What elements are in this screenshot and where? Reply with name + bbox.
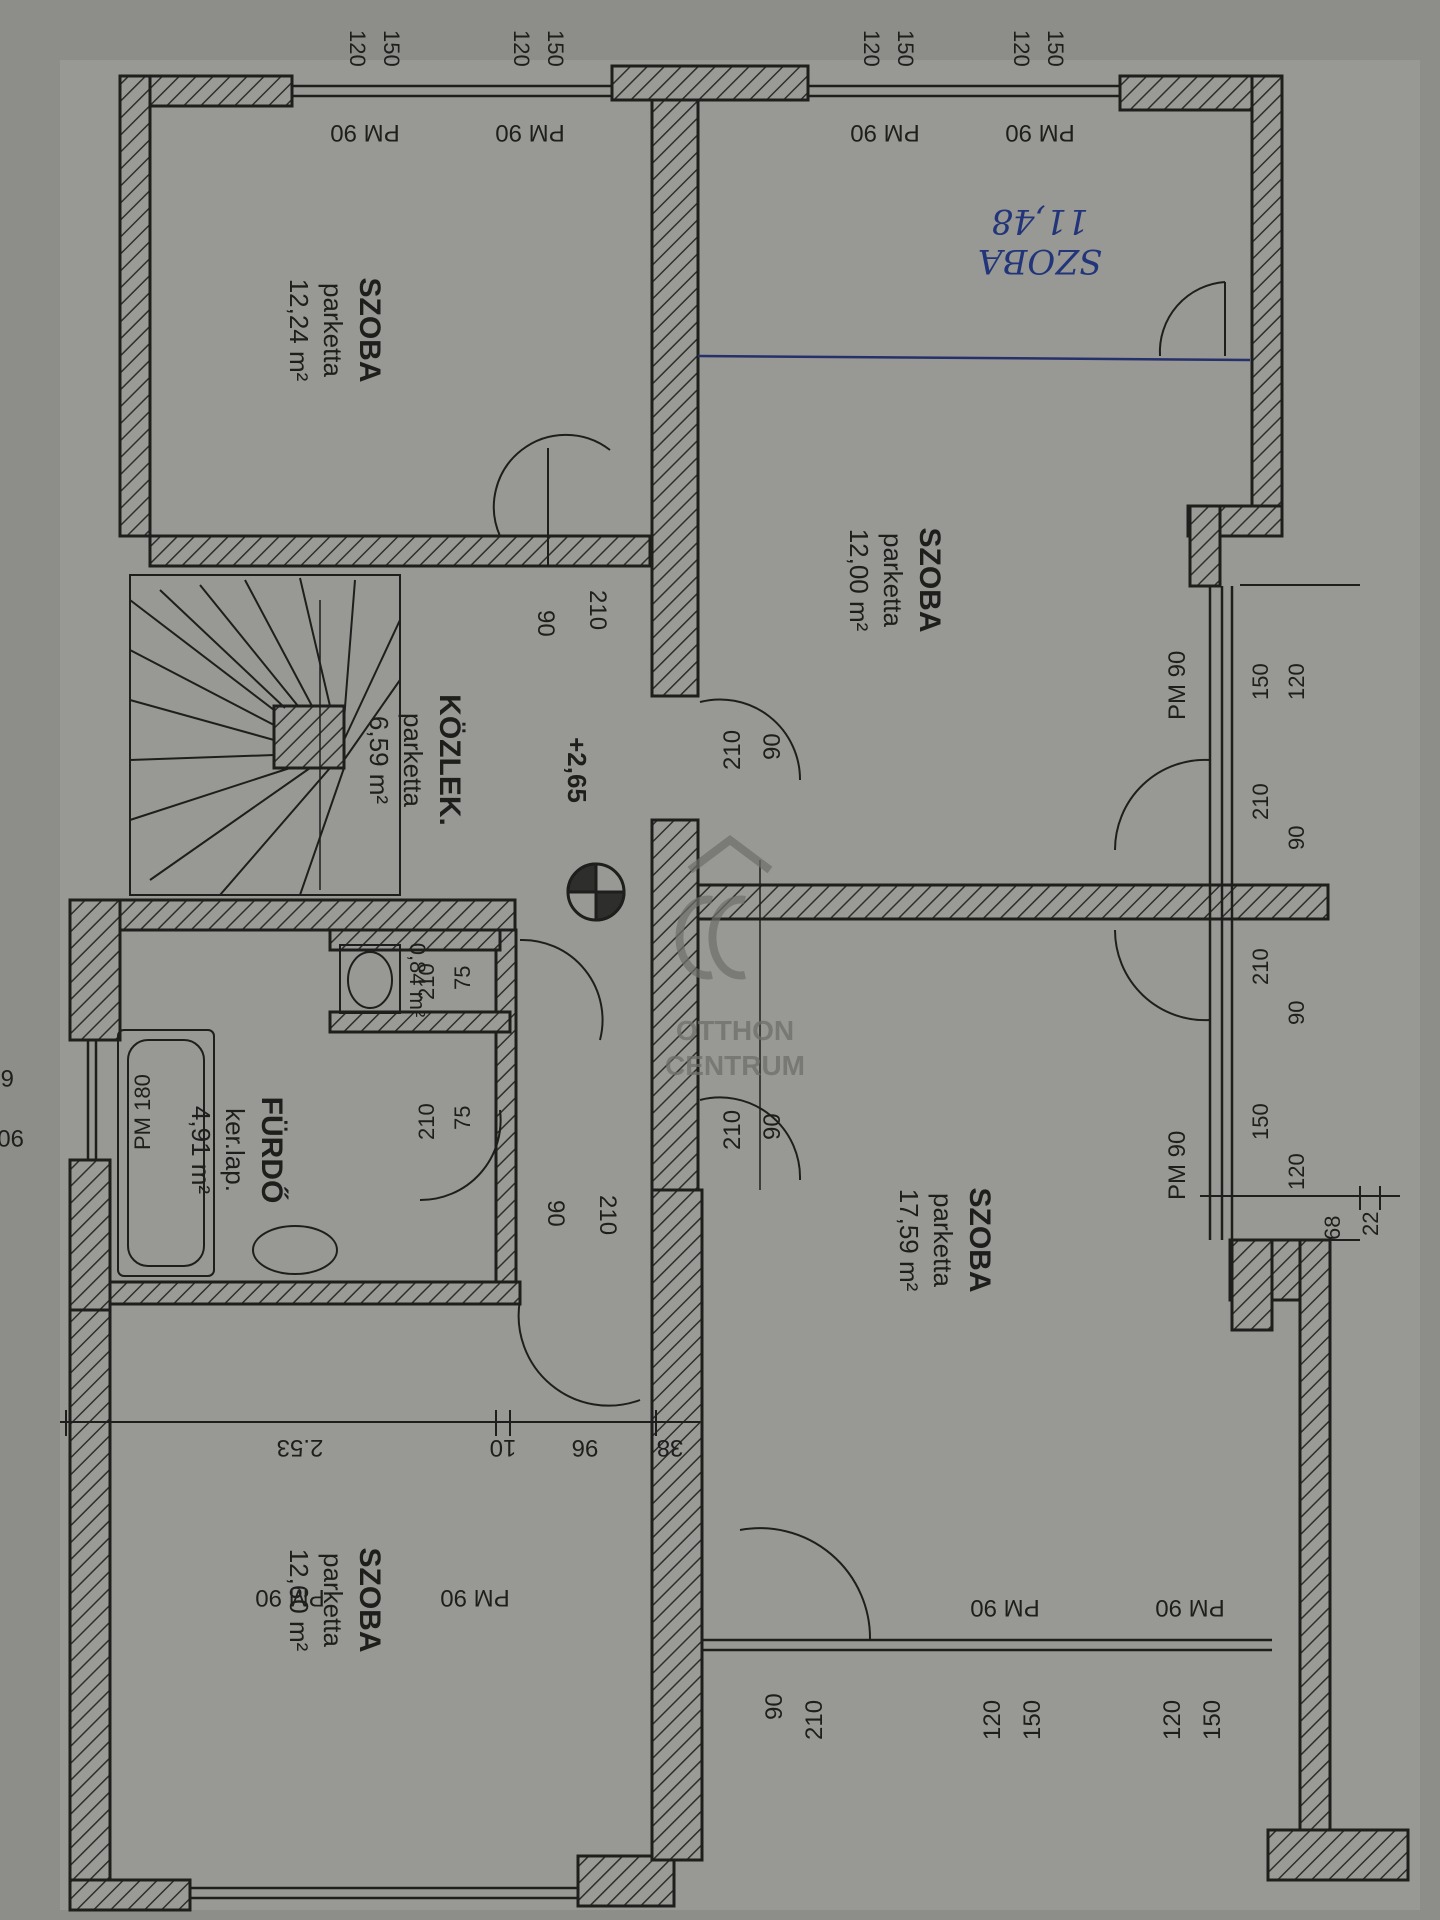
room-wc-area: 0,84 m²	[405, 943, 430, 1018]
bathtub	[117, 1029, 215, 1277]
dim-210-right-1: 210	[1248, 783, 1273, 820]
dim-door-90-b: 90	[759, 1113, 786, 1140]
dim-120-top-4: 120	[1009, 30, 1034, 67]
dim-150-top-2: 150	[543, 30, 568, 67]
fixtures	[117, 944, 401, 1277]
dim-pm90-bottom-3: PM 90	[970, 1594, 1039, 1621]
dim-150-top-4: 150	[1043, 30, 1068, 67]
window-frames	[86, 84, 1272, 1900]
dim-pm90-right-1: PM 90	[1164, 651, 1191, 720]
dim-68: 68	[1320, 1216, 1345, 1240]
dim-120-top-3: 120	[859, 30, 884, 67]
room-hall-name: KÖZLEK.	[433, 694, 466, 826]
room-top-right-name: SZOBA	[913, 528, 946, 633]
dim-pm90-top-1: PM 90	[495, 119, 564, 146]
dim-wc-75: 75	[450, 966, 475, 990]
dimension-lines	[60, 584, 1400, 1436]
dim-bottom-120-2: 120	[1159, 1700, 1186, 1740]
watermark-line2: CENTRUM	[665, 1050, 805, 1081]
room-hall-floor: parketta	[398, 713, 428, 807]
walls	[68, 64, 1410, 1912]
room-bath-area: 4,91 m²	[186, 1106, 216, 1194]
dim-90-right-2: 90	[1284, 1001, 1309, 1025]
door-swings	[419, 281, 1251, 1641]
room-top-right-area: 12,00 m²	[844, 529, 874, 632]
dim-pm90-right-2: PM 90	[1164, 1131, 1191, 1200]
plan-area	[60, 60, 1420, 1910]
dim-wc-210: 210	[414, 963, 439, 1000]
room-top-left-floor: parketta	[318, 283, 348, 377]
room-top-left-area: 12,24 m²	[284, 279, 314, 382]
watermark-line1: OTTHON	[676, 1015, 794, 1046]
dim-bottom-90: 90	[761, 1693, 788, 1720]
level-mark: +2,65	[562, 737, 592, 803]
dim-bottom-120-1: 120	[979, 1700, 1006, 1740]
dim-bath-75: 75	[450, 1106, 475, 1130]
handwritten-room-name: SZOBA	[978, 241, 1102, 281]
room-bottom-left-name: SZOBA	[353, 1548, 386, 1653]
dim-bottom-210: 210	[801, 1700, 828, 1740]
handwritten-room-area: 11,48	[991, 201, 1088, 241]
room-bottom-left-area: 12,60 m²	[284, 1549, 314, 1652]
room-mid-right-name: SZOBA	[963, 1188, 996, 1293]
dim-bath-door-210: 210	[594, 1195, 621, 1235]
dim-150-right-1: 150	[1248, 663, 1273, 700]
dim-22: 22	[1358, 1212, 1383, 1236]
dim-pm90-top-2: PM 90	[330, 119, 399, 146]
level-marker	[566, 862, 626, 922]
dim-210-right-2: 210	[1248, 948, 1273, 985]
dim-96: 96	[572, 1434, 599, 1461]
dim-pm90-top-3: PM 90	[850, 119, 919, 146]
dim-door-210-a: 210	[719, 730, 746, 770]
dim-left-90: 90	[0, 1124, 24, 1151]
dim-pm90-top-4: PM 90	[1005, 119, 1074, 146]
room-bath-floor: ker.lap.	[220, 1108, 250, 1192]
dim-pm90-bottom-1: PM 90	[255, 1584, 324, 1611]
dim-120-right-1: 120	[1284, 663, 1309, 700]
dim-253: 2.53	[277, 1434, 324, 1461]
dim-pm180: PM 180	[130, 1074, 155, 1150]
dim-150-right-2: 150	[1248, 1103, 1273, 1140]
room-top-left-name: SZOBA	[353, 278, 386, 383]
dim-150-top-3: 150	[893, 30, 918, 67]
dim-door-210-b: 210	[719, 1110, 746, 1150]
dim-hall-door-210: 210	[584, 590, 611, 630]
dim-bottom-150-2: 150	[1199, 1700, 1226, 1740]
dim-150-top-1: 150	[379, 30, 404, 67]
dim-pm90-bottom-4: PM 90	[1155, 1594, 1224, 1621]
room-mid-right-area: 17,59 m²	[894, 1189, 924, 1292]
room-mid-right-floor: parketta	[928, 1193, 958, 1287]
watermark-logo-icon	[675, 835, 773, 980]
room-bath-name: FÜRDŐ	[255, 1097, 289, 1204]
dim-90-right-1: 90	[1284, 826, 1309, 850]
dim-door-90-a: 90	[759, 733, 786, 760]
dim-hall-door-90: 90	[532, 610, 559, 637]
staircase	[129, 574, 401, 896]
washbasin	[252, 1225, 338, 1275]
dimension-labels: PM 90 PM 90 PM 90 PM 90 120 150 120 150 …	[0, 30, 1383, 1740]
dim-bottom-150-1: 150	[1019, 1700, 1046, 1740]
dim-120-top-2: 120	[509, 30, 534, 67]
dim-10: 10	[490, 1434, 517, 1461]
room-hall-area: 6,59 m²	[364, 716, 394, 804]
dim-left-60: 60	[0, 1064, 14, 1091]
dim-bath-210: 210	[414, 1103, 439, 1140]
dim-bath-door-90: 90	[542, 1200, 569, 1227]
dim-120-top-1: 120	[345, 30, 370, 67]
dim-38: 38	[657, 1434, 684, 1461]
dim-pm90-bottom-2: PM 90	[440, 1584, 509, 1611]
toilet	[347, 951, 393, 1009]
room-bottom-left-floor: parketta	[318, 1553, 348, 1647]
watermark: OTTHON CENTRUM	[665, 835, 805, 1081]
dim-120-right-2: 120	[1284, 1153, 1309, 1190]
room-top-right-floor: parketta	[878, 533, 908, 627]
